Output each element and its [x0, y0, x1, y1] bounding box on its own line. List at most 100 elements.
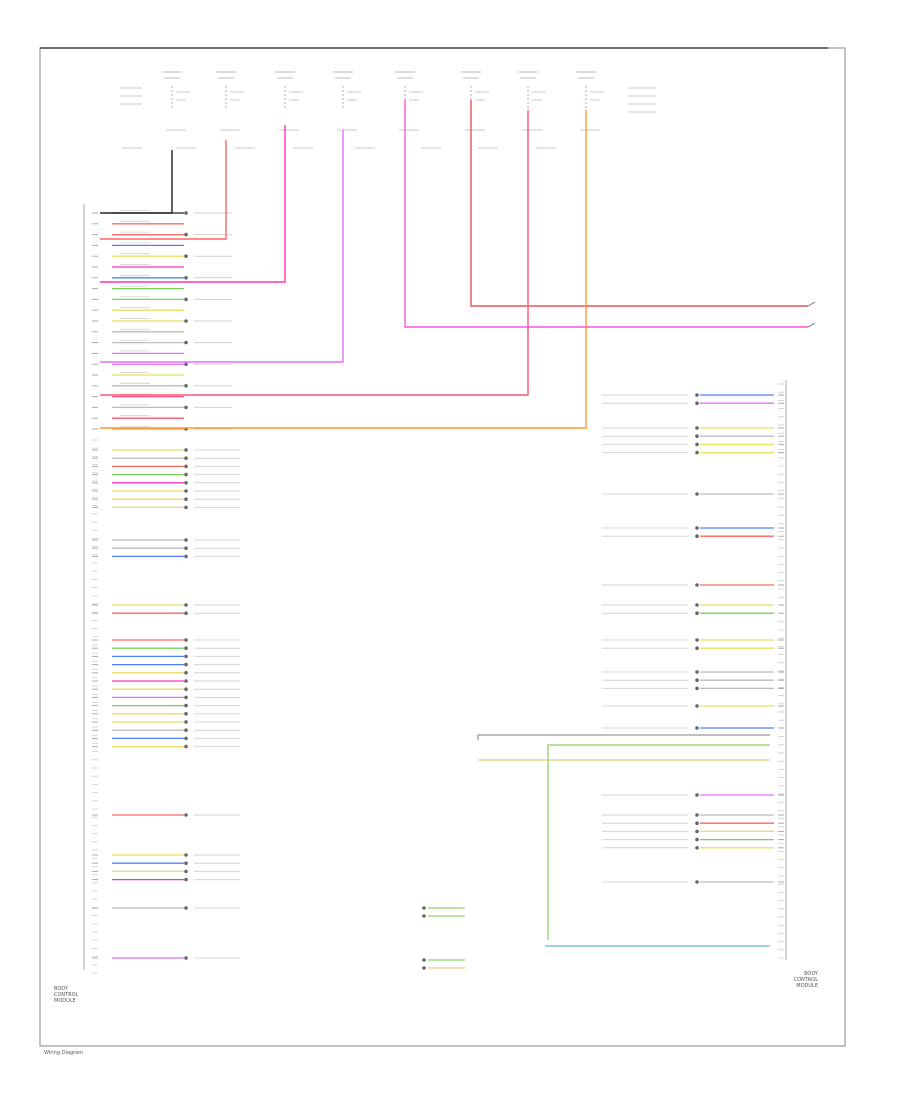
- right-pin: [602, 426, 784, 430]
- feed-wire-pink-1: [100, 125, 286, 283]
- fuse-column-7: [478, 71, 546, 149]
- right-pin: [602, 492, 784, 496]
- left-pin: [92, 382, 232, 388]
- left-pin: [92, 869, 240, 874]
- left-pin: [92, 497, 240, 502]
- left-pin: [92, 472, 240, 477]
- left-pin: [92, 744, 240, 749]
- right-pin: [602, 813, 784, 817]
- shift-lock-connectors: [422, 906, 465, 970]
- left-pin: [92, 481, 240, 485]
- feed-wires: [100, 100, 808, 429]
- right-pin: [602, 442, 784, 447]
- right-pin: [602, 526, 784, 530]
- left-pin: [92, 285, 184, 290]
- fuse-column-8: [536, 71, 604, 149]
- right-pin: [602, 434, 784, 439]
- right-pin: [602, 678, 784, 682]
- left-pin: [92, 720, 240, 724]
- right-pin: [602, 704, 784, 708]
- left-pin: [92, 372, 184, 376]
- right-connector: [602, 380, 787, 960]
- wire-gray-shift: [477, 734, 770, 740]
- left-pin: [92, 638, 240, 642]
- left-pin: [92, 505, 240, 510]
- left-pin: [92, 671, 240, 675]
- left-pin: [92, 404, 232, 410]
- left-pin: [92, 554, 240, 559]
- left-pin: [92, 813, 240, 817]
- right-pin: [602, 726, 784, 730]
- right-pin: [602, 583, 784, 587]
- left-pin: [92, 687, 240, 691]
- right-pin: [602, 393, 784, 397]
- left-pin: [92, 877, 240, 882]
- right-pin: [602, 534, 784, 538]
- left-pin: [92, 296, 232, 302]
- left-pin: [92, 853, 240, 857]
- right-pin: [602, 670, 784, 674]
- fuse-column-5: [355, 71, 423, 149]
- left-pin: [92, 328, 184, 333]
- left-pin: [92, 489, 240, 493]
- left-pin: [92, 703, 240, 708]
- right-pin: [602, 880, 784, 884]
- left-pin: [92, 456, 240, 461]
- lower-wires: [477, 734, 770, 947]
- left-connector: [83, 204, 240, 974]
- left-pin: [92, 956, 240, 960]
- fuse-column-4: [293, 71, 361, 149]
- fuse-header-block: [120, 71, 656, 149]
- right-pin: [602, 450, 784, 455]
- left-pin: [92, 253, 232, 258]
- left-pin: [92, 611, 240, 615]
- left-pin: [92, 339, 232, 345]
- right-pin: [602, 829, 784, 834]
- left-pin: [92, 538, 240, 542]
- left-pin: [92, 679, 240, 683]
- right-pin: [602, 793, 784, 797]
- fuse-column-2: [176, 71, 244, 149]
- fuse-column-3: [235, 71, 303, 149]
- left-pin: [92, 861, 240, 865]
- feed-wire-pink-2: [404, 100, 808, 328]
- diagram-frame: [39, 47, 846, 1047]
- page-footer: Wiring Diagram: [44, 1050, 83, 1056]
- left-pin: [92, 242, 184, 247]
- left-pin: [92, 264, 184, 268]
- right-pin: [602, 846, 784, 850]
- left-pin: [92, 393, 184, 398]
- left-pin: [92, 695, 240, 700]
- left-pin: [92, 307, 184, 311]
- left-pin: [92, 318, 232, 323]
- feed-wire-red-1: [100, 140, 227, 240]
- right-pin: [602, 611, 784, 615]
- left-pin: [92, 415, 184, 419]
- left-pin: [92, 736, 240, 741]
- left-pin: [92, 350, 184, 355]
- left-pin: [92, 546, 240, 550]
- feed-wire-orange: [100, 110, 587, 429]
- left-pin: [92, 712, 240, 716]
- feed-wire-black: [100, 150, 173, 214]
- left-pin: [92, 448, 240, 452]
- feed-wire-red-3: [100, 110, 529, 396]
- left-pin: [92, 464, 240, 469]
- wire-green-1: [547, 744, 770, 940]
- right-terminals: [807, 301, 816, 328]
- left-pin: [92, 662, 240, 667]
- fuse-column-6: [421, 71, 489, 149]
- left-pin: [92, 274, 232, 280]
- right-pin: [602, 837, 784, 842]
- left-pin: [92, 654, 240, 659]
- right-pin: [602, 686, 784, 691]
- left-pin: [92, 231, 232, 237]
- fuse-column-1: [122, 71, 190, 149]
- feed-wire-violet: [100, 130, 344, 363]
- feed-wire-red-2: [470, 100, 808, 307]
- left-pin: [92, 728, 240, 732]
- right-pin: [602, 401, 784, 406]
